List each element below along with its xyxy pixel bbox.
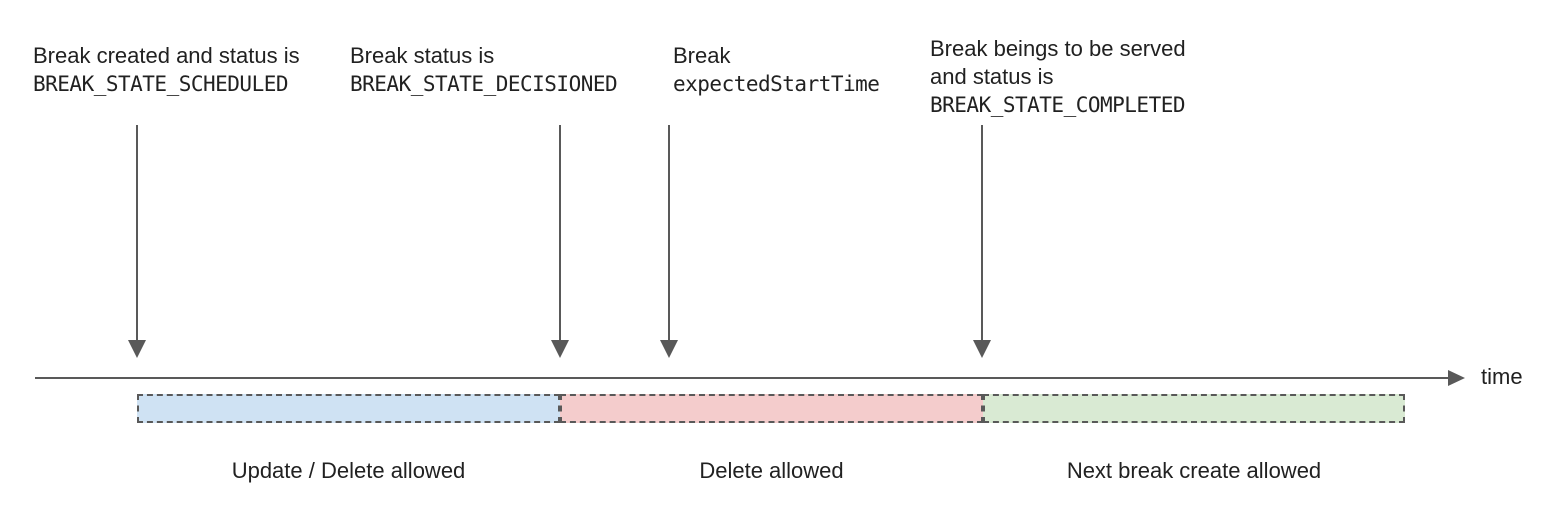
- annotation-expected-start-field: expectedStartTime: [673, 72, 880, 96]
- annotation-decisioned-line1: Break status is: [350, 43, 495, 68]
- arrow-down-completed-icon: [973, 125, 991, 358]
- annotation-decisioned: Break status is BREAK_STATE_DECISIONED: [350, 42, 618, 98]
- arrow-down-expected-start-icon: [660, 125, 678, 358]
- annotation-expected-start: Break expectedStartTime: [673, 42, 880, 98]
- segment-label-delete: Delete allowed: [699, 458, 844, 483]
- segment-next-break-create-allowed: [983, 394, 1405, 423]
- arrow-head: [973, 340, 991, 358]
- arrow-head: [660, 340, 678, 358]
- annotation-scheduled-state: BREAK_STATE_SCHEDULED: [33, 72, 289, 96]
- annotation-decisioned-state: BREAK_STATE_DECISIONED: [350, 72, 618, 96]
- segment-label-next-break: Next break create allowed: [1066, 458, 1322, 483]
- arrow-shaft: [559, 125, 561, 340]
- timeline-axis: [35, 377, 1449, 379]
- arrow-head: [128, 340, 146, 358]
- arrow-head: [551, 340, 569, 358]
- segment-label-update-delete: Update / Delete allowed: [231, 458, 466, 483]
- arrow-shaft: [981, 125, 983, 340]
- arrow-down-decisioned-icon: [551, 125, 569, 358]
- arrow-shaft: [668, 125, 670, 340]
- timeline-arrowhead-icon: [1448, 370, 1465, 386]
- segment-update-delete-allowed: [137, 394, 560, 423]
- annotation-expected-start-line1: Break: [673, 43, 731, 68]
- arrow-shaft: [136, 125, 138, 340]
- segment-delete-allowed: [560, 394, 983, 423]
- annotation-scheduled: Break created and status is BREAK_STATE_…: [33, 42, 300, 98]
- time-axis-label: time: [1481, 364, 1523, 389]
- annotation-completed-state: BREAK_STATE_COMPLETED: [930, 93, 1186, 117]
- annotation-completed-line1: Break beings to be served: [930, 36, 1186, 61]
- annotation-scheduled-line1: Break created and status is: [33, 43, 300, 68]
- annotation-completed-line2: and status is: [930, 64, 1054, 89]
- annotation-completed: Break beings to be served and status is …: [930, 35, 1186, 119]
- arrow-down-scheduled-icon: [128, 125, 146, 358]
